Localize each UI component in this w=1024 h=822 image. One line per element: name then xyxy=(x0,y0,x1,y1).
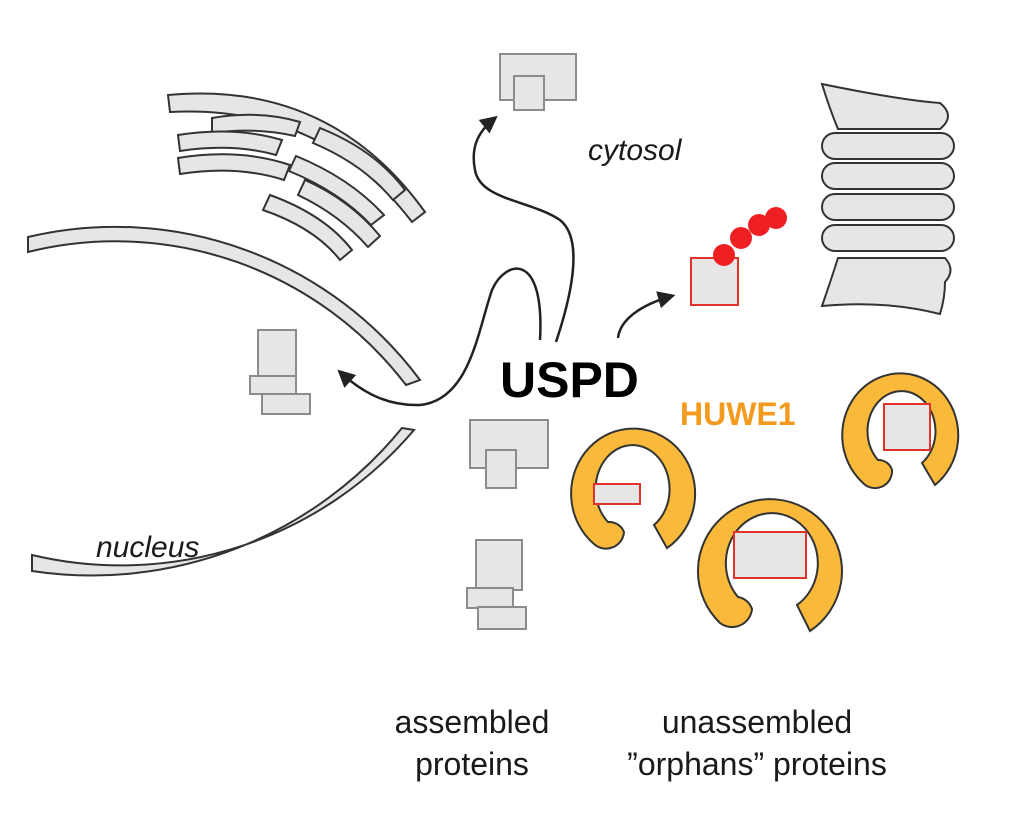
er-sheet-8 xyxy=(261,193,354,262)
endoplasmic-reticulum xyxy=(166,92,427,262)
protein-subunit-small xyxy=(485,449,517,489)
orphan-protein xyxy=(883,403,931,451)
ubiquitin xyxy=(748,214,770,236)
ubiquitin xyxy=(730,227,752,249)
golgi-cisterna-5 xyxy=(821,224,955,252)
orphan-protein xyxy=(733,531,807,579)
arrow-to-cytosol xyxy=(472,115,575,343)
orphan-protein xyxy=(593,483,641,505)
golgi-apparatus xyxy=(820,82,955,316)
golgi-cisterna-3 xyxy=(821,162,955,190)
cytosol-label: cytosol xyxy=(588,134,683,167)
golgi-cisterna-2 xyxy=(821,132,955,160)
golgi-cisterna-top xyxy=(820,82,949,130)
huwe1-ligase-2 xyxy=(696,498,843,633)
protein-subunit-small xyxy=(477,606,527,630)
protein-subunit-large xyxy=(257,329,297,379)
golgi-cisterna-bottom xyxy=(820,257,952,316)
unassembled-caption-line1: unassembled xyxy=(662,704,852,740)
er-sheet-6 xyxy=(176,153,292,182)
er-sheet-4 xyxy=(176,130,284,157)
protein-subunit-mid xyxy=(249,375,297,395)
assembled-protein-cytosol xyxy=(499,53,577,111)
nuclear-envelope xyxy=(27,225,422,577)
huwe1-shape xyxy=(841,372,960,490)
nucleus-label: nucleus xyxy=(96,531,199,564)
huwe1-ligase-3 xyxy=(841,372,960,490)
nuclear-envelope-upper xyxy=(27,225,422,387)
ubiquitin xyxy=(713,244,735,266)
arrow-to-orphan xyxy=(616,291,676,339)
assembled-protein-nucleus xyxy=(249,329,311,415)
protein-subunit-large xyxy=(475,539,523,591)
golgi-cisterna-4 xyxy=(821,193,955,221)
assembled-caption-line2: proteins xyxy=(415,746,529,782)
ubiquitin xyxy=(765,207,787,229)
huwe1-label: HUWE1 xyxy=(680,396,796,432)
er-sheet-5 xyxy=(287,154,386,227)
nuclear-envelope-lower xyxy=(31,426,416,577)
huwe1-ligase-1 xyxy=(570,427,697,550)
uspd-label: USPD xyxy=(500,352,639,408)
ubiquitinated-orphan-protein xyxy=(690,207,787,306)
huwe1-shape xyxy=(570,427,697,550)
assembled-protein-2 xyxy=(466,539,527,630)
er-sheet-3 xyxy=(311,126,407,202)
protein-subunit-small xyxy=(513,75,545,111)
protein-subunit-small xyxy=(261,393,311,415)
unassembled-caption-line2: ”orphans” proteins xyxy=(627,746,887,782)
arrow-to-nucleus xyxy=(337,267,542,407)
assembled-protein-1 xyxy=(469,419,549,489)
er-sheet-7 xyxy=(296,178,382,249)
assembled-caption-line1: assembled xyxy=(395,704,550,740)
orphan-protein xyxy=(690,257,739,306)
ubiquitin-chain xyxy=(713,207,787,266)
protein-subunit-mid xyxy=(466,587,514,609)
